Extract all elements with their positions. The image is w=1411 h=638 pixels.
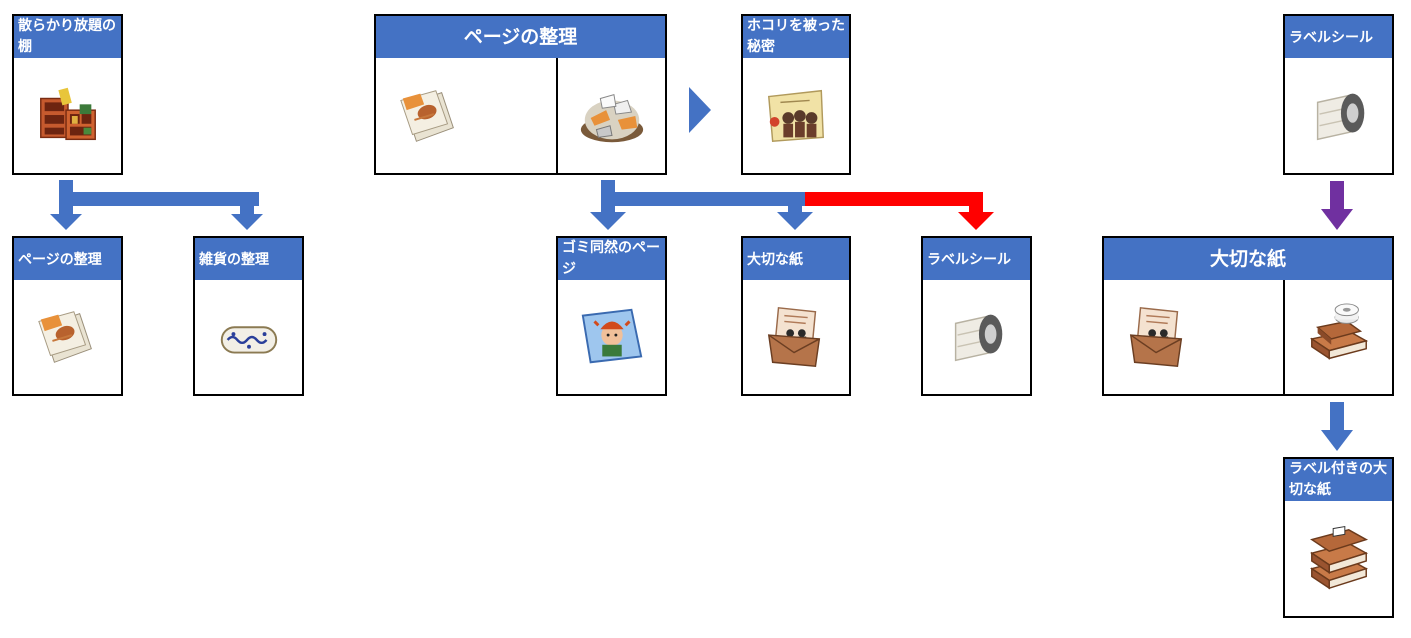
cell-arrow-space [483,58,558,175]
cell-important-paper [741,280,851,396]
cell-books-roll [1283,280,1394,396]
cell-label-sticker-top [1283,58,1394,175]
cell-label-sticker [921,280,1032,396]
messy-shelf-icon [39,86,96,140]
cell-trash-page [556,280,667,396]
cell-labeled-books [1283,501,1394,618]
ceramic-tin-icon [220,326,277,354]
split-arrow-page-sort [590,180,994,230]
process-arrow-2 [689,87,711,133]
cell-page-sort-left [12,280,123,396]
books-with-roll-icon [1304,302,1374,372]
cell-arrow-space-right [1211,280,1285,396]
header-page-sort: ページの整理 [374,14,667,60]
child-photo-icon [580,308,643,364]
header-shelf: 散らかり放題の棚 [12,14,123,60]
header-page-sort-left: ページの整理 [12,236,123,282]
header-dusty-secret: ホコリを被った秘密 [741,14,851,60]
cell-shelf [12,58,123,175]
blue-down-arrow [1321,402,1353,451]
label-roll-icon [1316,92,1365,140]
cell-goods-sort [193,280,304,396]
header-label-sticker-top: ラベルシール [1283,14,1394,60]
header-trash-page: ゴミ同然のページ [556,236,667,282]
envelope-photo-icon [1129,307,1182,367]
header-goods-sort: 雑貨の整理 [193,236,304,282]
labeled-books-icon [1310,525,1367,589]
cell-envelope [1102,280,1213,396]
old-photo-icon [768,89,824,142]
header-label-sticker: ラベルシール [921,236,1032,282]
cell-pile [556,58,667,175]
envelope-photo-icon [768,307,821,367]
paper-pile-icon [579,93,644,143]
scattered-pages-icon [37,310,92,364]
label-roll-icon [954,313,1003,362]
header-labeled-important-paper: ラベル付きの大切な紙 [1283,457,1394,503]
header-important-paper: 大切な紙 [741,236,851,282]
scattered-pages-icon [399,89,454,142]
split-arrow-shelf [50,180,263,230]
purple-down-arrow [1321,181,1353,230]
cell-pages [374,58,485,175]
header-important-paper-right: 大切な紙 [1102,236,1394,282]
cell-dusty-secret [741,58,851,175]
